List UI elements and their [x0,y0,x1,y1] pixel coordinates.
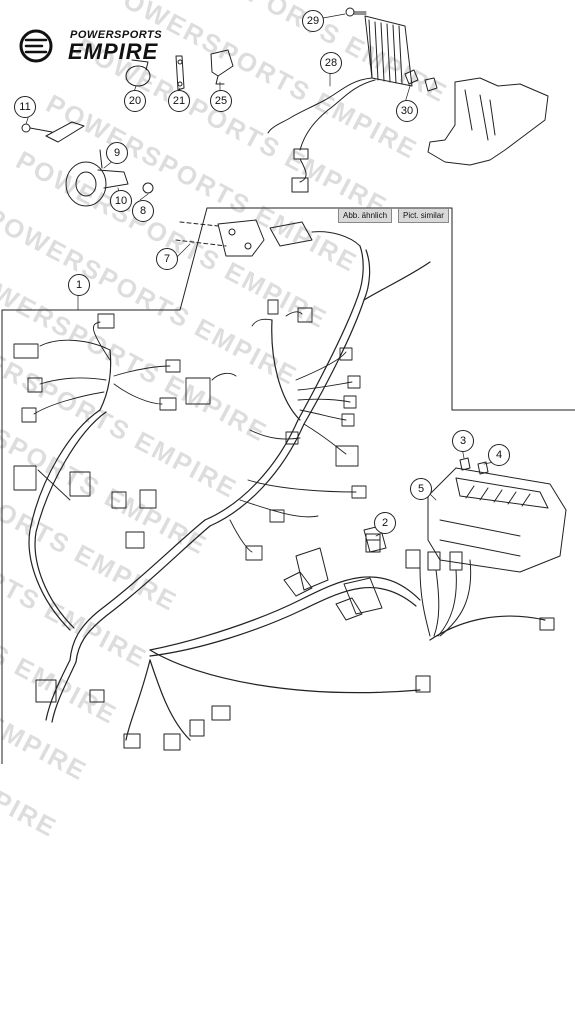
callout-11[interactable]: 11 [14,96,36,118]
fuses-drawing [459,457,489,475]
callout-3[interactable]: 3 [452,430,474,452]
brand-line1: POWERSPORTS [70,29,163,41]
ecu-drawing [405,467,567,637]
callout-25[interactable]: 25 [210,90,232,112]
accessory-parts-drawing [125,49,234,91]
note-english: Pict. similar [398,208,449,223]
callout-30[interactable]: 30 [396,100,418,122]
lower-connectors-drawing [35,617,555,751]
plug-drawing [365,533,381,553]
harness-drawing [28,245,546,741]
diagram-lineart [1,7,575,764]
callout-10[interactable]: 10 [110,190,132,212]
bracket-drawing [427,77,549,166]
callout-29[interactable]: 29 [302,10,324,32]
callout-28[interactable]: 28 [320,52,342,74]
harness-frame [1,207,575,764]
bolt-drawing [345,7,367,17]
leader-lines [25,13,495,537]
note-german: Abb. ähnlich [338,208,393,223]
callout-9[interactable]: 9 [106,142,128,164]
callout-8[interactable]: 8 [132,200,154,222]
callout-20[interactable]: 20 [124,90,146,112]
harness-branches [13,299,367,561]
logo-mark [19,29,53,63]
holder-drawing [175,219,361,257]
callout-7[interactable]: 7 [156,248,178,270]
brand-logo: POWERSPORTS EMPIRE [16,26,176,66]
callout-4[interactable]: 4 [488,444,510,466]
callout-21[interactable]: 21 [168,90,190,112]
clips-drawing [404,69,438,92]
regulator-drawing [267,15,413,193]
callout-1[interactable]: 1 [68,274,90,296]
brand-line2: EMPIRE [68,39,159,64]
callout-5[interactable]: 5 [410,478,432,500]
horn-drawing [21,121,154,207]
callout-2[interactable]: 2 [374,512,396,534]
